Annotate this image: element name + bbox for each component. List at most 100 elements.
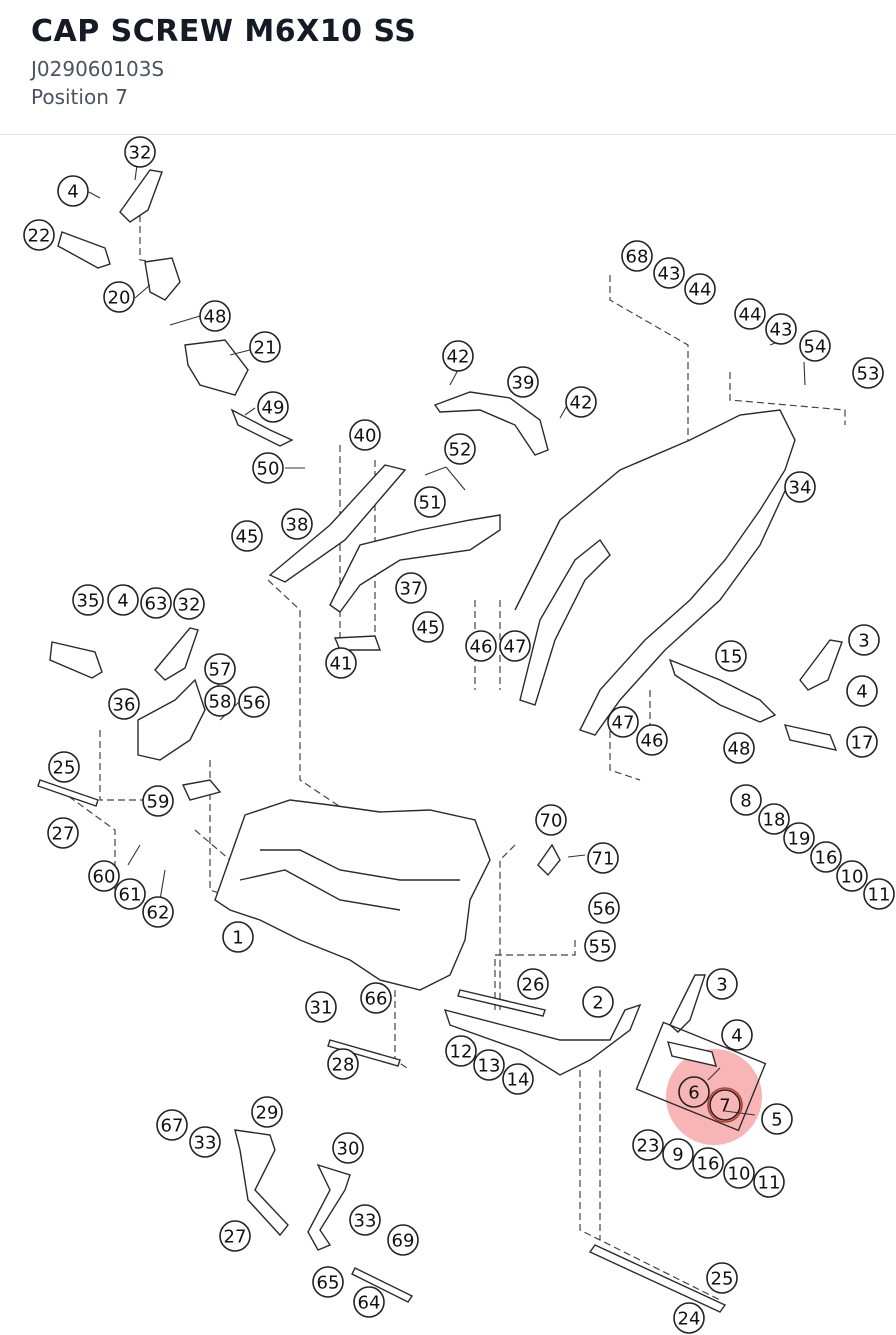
callout-62[interactable]: 62 <box>142 896 174 928</box>
callout-54[interactable]: 54 <box>799 330 831 362</box>
callout-32[interactable]: 32 <box>124 136 156 168</box>
main-frame <box>214 799 491 991</box>
callout-31[interactable]: 31 <box>305 991 337 1023</box>
callout-67[interactable]: 67 <box>156 1109 188 1141</box>
callout-24[interactable]: 24 <box>673 1302 705 1334</box>
callout-49[interactable]: 49 <box>257 391 289 423</box>
callout-16[interactable]: 16 <box>810 841 842 873</box>
callout-58[interactable]: 58 <box>204 685 236 717</box>
callout-16[interactable]: 16 <box>692 1147 724 1179</box>
callout-25[interactable]: 25 <box>48 751 80 783</box>
callout-40[interactable]: 40 <box>349 419 381 451</box>
callout-label: 14 <box>507 1070 530 1091</box>
callout-48[interactable]: 48 <box>199 300 231 332</box>
callout-2[interactable]: 2 <box>582 986 614 1018</box>
callout-70[interactable]: 70 <box>535 804 567 836</box>
callout-68[interactable]: 68 <box>621 240 653 272</box>
callout-8[interactable]: 8 <box>730 784 762 816</box>
callout-6[interactable]: 6 <box>678 1076 710 1108</box>
callout-10[interactable]: 10 <box>836 860 868 892</box>
callout-15[interactable]: 15 <box>715 640 747 672</box>
callout-label: 62 <box>147 903 170 924</box>
callout-5[interactable]: 5 <box>761 1103 793 1135</box>
callout-26[interactable]: 26 <box>517 968 549 1000</box>
callout-3[interactable]: 3 <box>706 968 738 1000</box>
callout-48[interactable]: 48 <box>723 732 755 764</box>
callout-38[interactable]: 38 <box>281 508 313 540</box>
callout-22[interactable]: 22 <box>23 219 55 251</box>
callout-label: 7 <box>719 1096 730 1117</box>
callout-44[interactable]: 44 <box>684 273 716 305</box>
callout-13[interactable]: 13 <box>473 1049 505 1081</box>
callout-19[interactable]: 19 <box>783 822 815 854</box>
callout-51[interactable]: 51 <box>414 486 446 518</box>
callout-3[interactable]: 3 <box>848 624 880 656</box>
callout-56[interactable]: 56 <box>588 892 620 924</box>
callout-45[interactable]: 45 <box>231 520 263 552</box>
callout-71[interactable]: 71 <box>587 842 619 874</box>
callout-20[interactable]: 20 <box>103 281 135 313</box>
callout-7[interactable]: 7 <box>709 1089 741 1121</box>
callout-1[interactable]: 1 <box>222 921 254 953</box>
callout-44[interactable]: 44 <box>734 298 766 330</box>
callout-46[interactable]: 46 <box>636 724 668 756</box>
callout-17[interactable]: 17 <box>846 726 878 758</box>
callout-14[interactable]: 14 <box>502 1063 534 1095</box>
callout-45[interactable]: 45 <box>412 611 444 643</box>
callout-29[interactable]: 29 <box>251 1096 283 1128</box>
callout-64[interactable]: 64 <box>353 1286 385 1318</box>
callout-36[interactable]: 36 <box>108 688 140 720</box>
callout-59[interactable]: 59 <box>142 785 174 817</box>
callout-25[interactable]: 25 <box>706 1262 738 1294</box>
callout-42[interactable]: 42 <box>565 386 597 418</box>
callout-63[interactable]: 63 <box>140 587 172 619</box>
callout-56[interactable]: 56 <box>238 686 270 718</box>
callout-4[interactable]: 4 <box>57 175 89 207</box>
callout-4[interactable]: 4 <box>107 584 139 616</box>
callout-4[interactable]: 4 <box>721 1019 753 1051</box>
callout-47[interactable]: 47 <box>607 706 639 738</box>
callout-label: 43 <box>770 320 793 341</box>
callout-9[interactable]: 9 <box>662 1138 694 1170</box>
callout-65[interactable]: 65 <box>312 1266 344 1298</box>
callout-43[interactable]: 43 <box>653 257 685 289</box>
callout-11[interactable]: 11 <box>863 878 895 910</box>
callout-33[interactable]: 33 <box>189 1126 221 1158</box>
rear-subframe <box>514 409 796 736</box>
callout-18[interactable]: 18 <box>758 803 790 835</box>
callout-61[interactable]: 61 <box>114 878 146 910</box>
callout-47[interactable]: 47 <box>499 630 531 662</box>
callout-42[interactable]: 42 <box>442 340 474 372</box>
callout-34[interactable]: 34 <box>784 471 816 503</box>
callout-66[interactable]: 66 <box>360 982 392 1014</box>
callout-33[interactable]: 33 <box>349 1204 381 1236</box>
callout-10[interactable]: 10 <box>723 1157 755 1189</box>
callout-52[interactable]: 52 <box>444 433 476 465</box>
callout-11[interactable]: 11 <box>753 1166 785 1198</box>
callout-27[interactable]: 27 <box>219 1220 251 1252</box>
callout-23[interactable]: 23 <box>632 1129 664 1161</box>
callout-41[interactable]: 41 <box>325 647 357 679</box>
callout-4[interactable]: 4 <box>846 675 878 707</box>
callout-57[interactable]: 57 <box>204 653 236 685</box>
callout-60[interactable]: 60 <box>88 860 120 892</box>
callout-32[interactable]: 32 <box>173 588 205 620</box>
callout-28[interactable]: 28 <box>327 1048 359 1080</box>
callout-53[interactable]: 53 <box>852 357 884 389</box>
callout-27[interactable]: 27 <box>47 817 79 849</box>
callout-43[interactable]: 43 <box>765 313 797 345</box>
callout-21[interactable]: 21 <box>249 331 281 363</box>
callout-12[interactable]: 12 <box>445 1035 477 1067</box>
callout-30[interactable]: 30 <box>332 1132 364 1164</box>
callout-46[interactable]: 46 <box>465 630 497 662</box>
callout-label: 42 <box>447 347 470 368</box>
callout-circle <box>706 968 738 1000</box>
callout-55[interactable]: 55 <box>584 930 616 962</box>
callout-35[interactable]: 35 <box>72 584 104 616</box>
callout-37[interactable]: 37 <box>395 572 427 604</box>
callout-69[interactable]: 69 <box>387 1224 419 1256</box>
callout-circle <box>758 803 790 835</box>
callout-50[interactable]: 50 <box>252 452 284 484</box>
callout-39[interactable]: 39 <box>507 366 539 398</box>
callout-label: 53 <box>857 364 880 385</box>
